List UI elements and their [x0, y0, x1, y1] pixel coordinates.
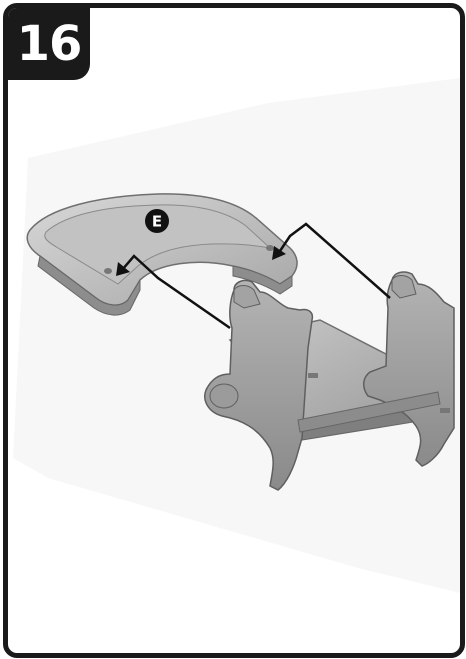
- assembly-illustration: E: [8, 8, 460, 653]
- instruction-panel: E 16: [3, 3, 465, 658]
- callout-letter: E: [152, 213, 162, 231]
- step-number-badge: 16: [8, 8, 90, 80]
